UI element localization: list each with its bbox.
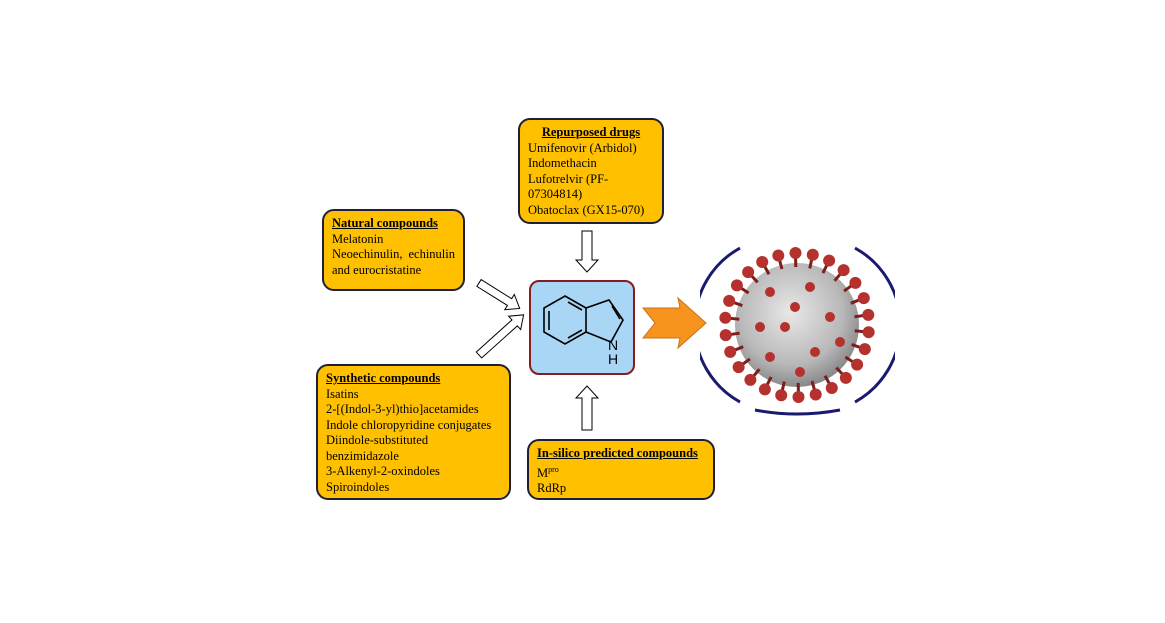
indole-n-label: N	[608, 337, 619, 353]
spike-head	[789, 247, 802, 260]
spike-head	[849, 276, 862, 289]
spike-head	[756, 255, 769, 268]
spike-head	[839, 371, 852, 384]
surface-spike	[780, 322, 790, 332]
repurposed-drug-item: Lufotrelvir (PF-	[528, 171, 609, 186]
coronavirus-icon	[700, 246, 895, 416]
surface-spike	[790, 302, 800, 312]
surface-spike	[755, 322, 765, 332]
spike-head	[806, 248, 819, 261]
synthetic-compound-item: Isatins	[326, 386, 359, 401]
repurposed-drug-item: 07304814)	[528, 187, 583, 201]
arrow-down-icon	[574, 230, 600, 273]
spike-head	[809, 388, 822, 401]
spike-head	[732, 361, 745, 374]
synthetic-compounds-title: Synthetic compounds	[326, 371, 441, 385]
natural-compound-item: Neoechinulin, echinulin	[332, 247, 455, 261]
spike-head	[742, 266, 755, 279]
spike-head	[858, 343, 871, 356]
synthetic-compound-item: Indole chloropyridine conjugates	[326, 417, 492, 432]
synthetic-compound-item: 2-[(Indol-3-yl)thio]acetamides	[326, 402, 479, 416]
spike-head	[730, 279, 743, 292]
spike-head	[862, 308, 875, 321]
spike-head	[851, 358, 864, 371]
spike-head	[825, 382, 838, 395]
arrow-up-icon	[574, 385, 600, 431]
spike-head	[723, 294, 736, 307]
indole-h-label: H	[608, 351, 619, 367]
repurposed-drugs-title: Repurposed drugs	[541, 125, 641, 139]
surface-spike	[805, 282, 815, 292]
repurposed-drugs-box: Repurposed drugs Umifenovir (Arbidol) In…	[518, 118, 664, 224]
mpro-item: Mpro	[537, 462, 705, 482]
mpro-base: M	[537, 465, 549, 480]
spike-head	[862, 326, 875, 339]
synthetic-compound-item: Spiroindoles	[326, 479, 390, 494]
indole-ring-icon	[543, 295, 624, 345]
spike-head	[772, 249, 785, 262]
surface-spike	[765, 287, 775, 297]
repurposed-drug-item: Indomethacin	[528, 156, 597, 170]
insilico-compounds-box: In-silico predicted compounds Mpro RdRp	[527, 439, 715, 500]
synthetic-compound-item: 3-Alkenyl-2-oxindoles	[326, 464, 440, 478]
spike-head	[792, 390, 805, 403]
spike-head	[823, 254, 836, 267]
spike-head	[758, 383, 771, 396]
spike-head	[857, 292, 870, 305]
surface-spike	[825, 312, 835, 322]
rdrp-item: RdRp	[537, 481, 567, 496]
synthetic-compound-item: benzimidazole	[326, 448, 399, 463]
arrow-diagonal-up-icon	[475, 314, 525, 359]
natural-compound-item: Melatonin	[332, 231, 384, 246]
spike-head	[837, 264, 850, 277]
orange-arrow-icon	[641, 296, 707, 350]
natural-compound-item: and eurocristatine	[332, 262, 422, 277]
spike-head	[744, 373, 757, 386]
natural-compounds-box: Natural compounds Melatonin Neoechinulin…	[322, 209, 465, 291]
synthetic-compound-item: Diindole-substituted	[326, 433, 429, 447]
surface-spike	[835, 337, 845, 347]
spike-head	[724, 345, 737, 358]
repurposed-drug-item: Umifenovir (Arbidol)	[528, 140, 637, 155]
spike-head	[719, 329, 732, 342]
surface-spike	[765, 352, 775, 362]
arrow-diagonal-down-icon	[476, 278, 521, 311]
surface-spike	[795, 367, 805, 377]
repurposed-drug-item: Obatoclax (GX15-070)	[528, 202, 645, 217]
spike-head	[775, 389, 788, 402]
natural-compounds-title: Natural compounds	[332, 216, 438, 230]
spike-head	[719, 311, 732, 324]
surface-spike	[810, 347, 820, 357]
indole-structure-box: N H	[529, 280, 635, 375]
mpro-superscript: pro	[548, 464, 559, 474]
insilico-compounds-title: In-silico predicted compounds	[537, 446, 698, 460]
synthetic-compounds-box: Synthetic compounds Isatins 2-[(Indol-3-…	[316, 364, 511, 500]
